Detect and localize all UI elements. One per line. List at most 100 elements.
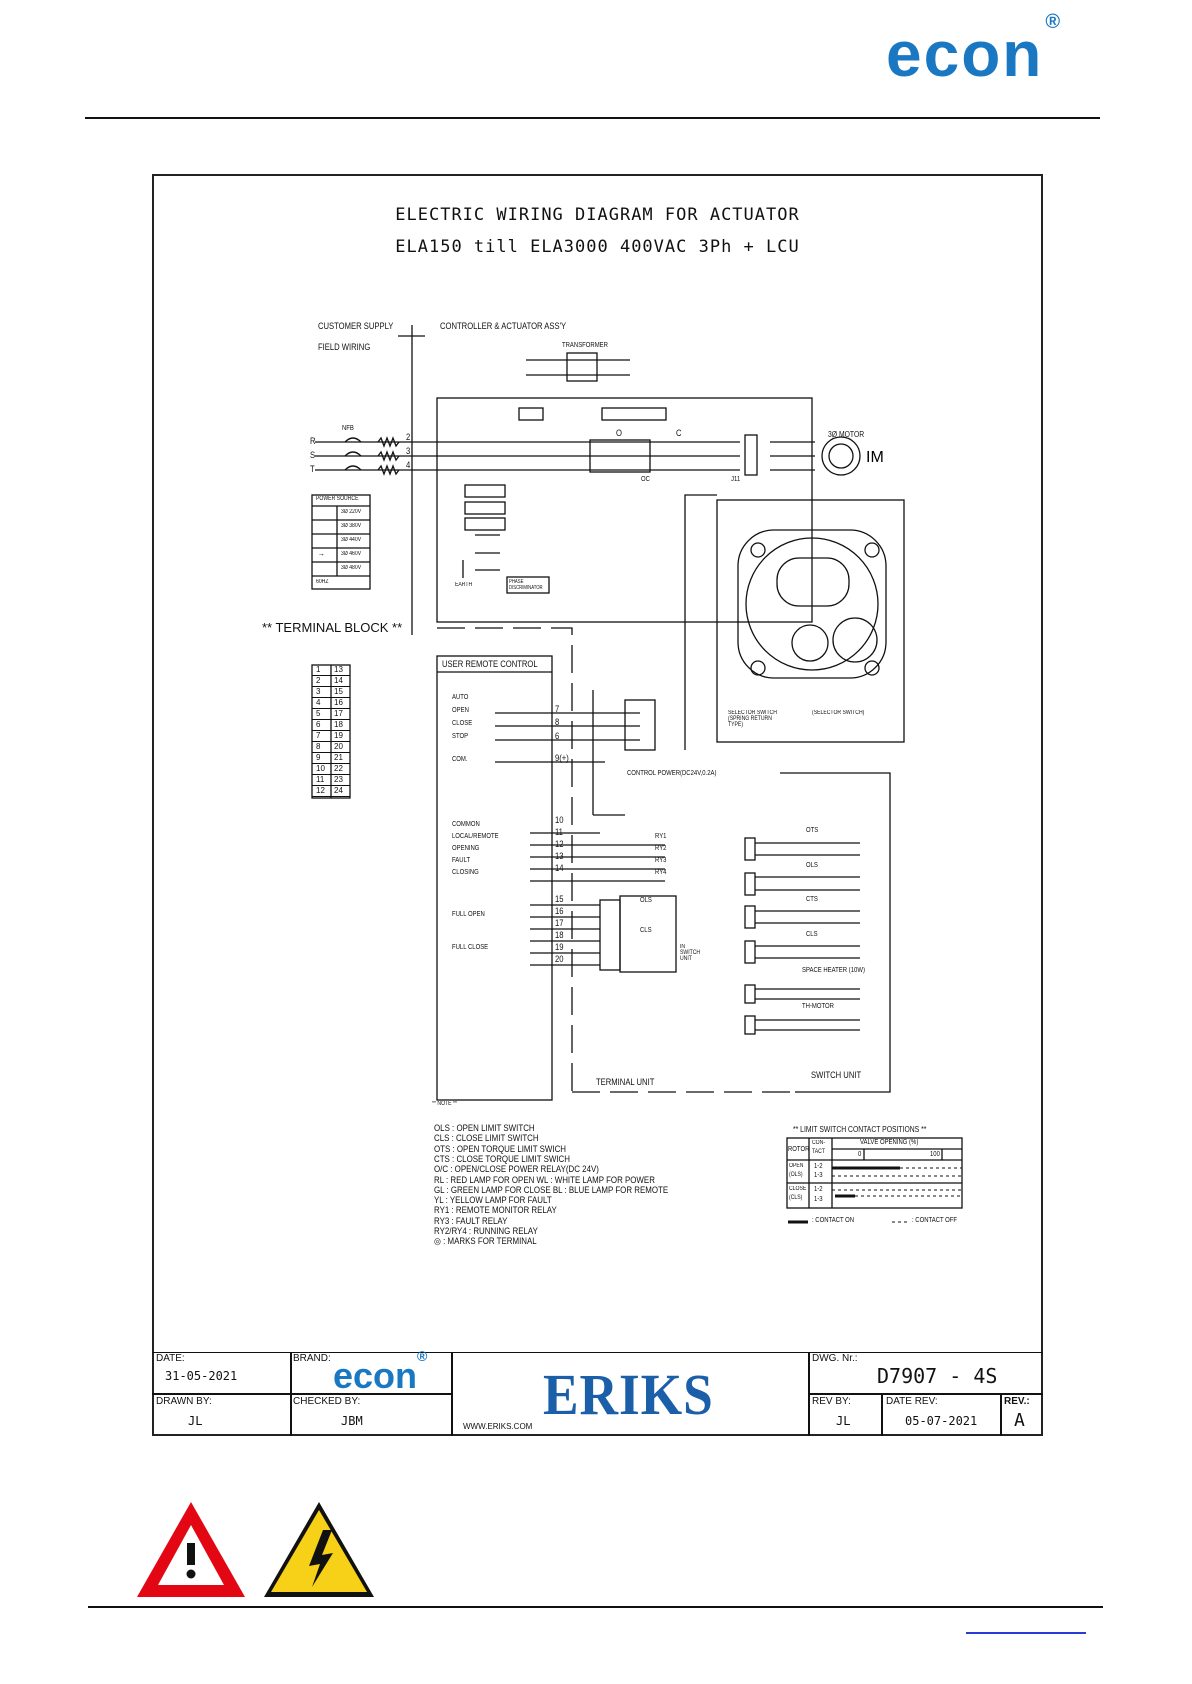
eriks-logo: ERIKS — [543, 1362, 714, 1427]
terminal-block-cell: 21 — [334, 753, 343, 762]
diagram-title: ELECTRIC WIRING DIAGRAM FOR ACTUATOR — [395, 205, 800, 225]
terminal-block-cell: 10 — [316, 764, 325, 773]
footer-rule — [88, 1606, 1103, 1608]
out-common: COMMON — [452, 821, 480, 828]
fo-term-19: 19 — [555, 942, 564, 952]
limit-close-c2: 1-3 — [814, 1196, 823, 1203]
terminal-block-cell: 2 — [316, 676, 321, 685]
power-row-5: 3Ø 480V — [341, 565, 362, 571]
terminal-block-cell: 23 — [334, 775, 343, 784]
terminal-block-cell: 3 — [316, 687, 321, 696]
rev-value: A — [1014, 1410, 1025, 1431]
legend-contact-off: : CONTACT OFF — [912, 1217, 958, 1224]
terminal-block-cell: 1 — [316, 665, 321, 674]
terminal-block-cell: 19 — [334, 731, 343, 740]
control-power-label: CONTROL POWER(DC24V,0.2A) — [627, 770, 717, 777]
fo-term-17: 17 — [555, 918, 564, 928]
remote-stop: STOP — [452, 733, 469, 740]
fo-term-18: 18 — [555, 930, 564, 940]
power-row-3: 3Ø 440V — [341, 537, 362, 543]
nfb-label: NFB — [342, 425, 354, 432]
limit-contact-header: CON- TACT — [812, 1140, 826, 1155]
remote-term-6: 6 — [555, 731, 560, 741]
note-item: YL : YELLOW LAMP FOR FAULT — [434, 1195, 552, 1206]
transformer-label: TRANSFORMER — [562, 342, 608, 349]
note-item: ◎ : MARKS FOR TERMINAL — [434, 1236, 537, 1247]
su-ols: OLS — [806, 862, 818, 869]
phase-disc-label: PHASE DISCRIMINATOR — [509, 579, 543, 591]
terminal-block-row: 9 21 — [312, 753, 350, 764]
power-row-4: 3Ø 460V — [341, 551, 362, 557]
terminal-block-cell: 9 — [316, 753, 321, 762]
terminal-block-cell: 13 — [334, 665, 343, 674]
date-label: DATE: — [156, 1353, 185, 1364]
note-item: RY2/RY4 : RUNNING RELAY — [434, 1226, 538, 1236]
relay-o-label: O — [616, 428, 622, 438]
su-ots: OTS — [806, 827, 819, 834]
title-block — [152, 1352, 1043, 1436]
relay-ry4: RY4 — [655, 869, 667, 876]
terminal-block-cell: 22 — [334, 764, 343, 773]
drawn-by-label: DRAWN BY: — [156, 1396, 212, 1407]
note-item: RL : RED LAMP FOR OPEN WL : WHITE LAMP F… — [434, 1174, 655, 1185]
controller-assy-label: CONTROLLER & ACTUATOR ASS'Y — [440, 321, 567, 331]
power-row-2: 3Ø 380V — [341, 523, 362, 529]
remote-term-7: 7 — [555, 704, 560, 714]
terminal-block-row: 11 23 — [312, 775, 350, 786]
limit-close-rotor: CLOSE (CLS) — [789, 1186, 807, 1201]
line-num-2: 2 — [406, 432, 411, 442]
general-warning-icon — [137, 1502, 245, 1597]
terminal-block-cell: 11 — [316, 775, 325, 784]
date-rev-label: DATE REV: — [886, 1396, 938, 1407]
checked-by-label: CHECKED BY: — [293, 1396, 361, 1407]
rev-by-label: REV BY: — [812, 1396, 851, 1407]
electrical-hazard-icon — [264, 1502, 374, 1597]
out-closing: CLOSING — [452, 869, 479, 876]
switch-unit-label: SWITCH UNIT — [811, 1070, 862, 1080]
remote-close: CLOSE — [452, 720, 473, 727]
note-title: ** NOTE ** — [432, 1101, 457, 1107]
svg-text:IM: IM — [866, 449, 884, 466]
selector-spring-label: SELECTOR SWITCH (SPRING RETURN TYPE) — [728, 710, 777, 728]
terminal-block-cell: 15 — [334, 687, 343, 696]
out-fault: FAULT — [452, 857, 471, 864]
checked-by-value: JBM — [341, 1414, 363, 1428]
remote-open: OPEN — [452, 707, 469, 714]
out-term-13: 13 — [555, 851, 564, 861]
note-item: OTS : OPEN TORQUE LIMIT SWICH — [434, 1143, 567, 1154]
phase-r: R — [310, 436, 316, 446]
relay-oc-label: OC — [641, 476, 650, 483]
terminal-unit-label: TERMINAL UNIT — [596, 1077, 655, 1087]
limit-open-c1: 1-2 — [814, 1163, 823, 1170]
limit-zero: 0 — [858, 1151, 862, 1158]
out-term-10: 10 — [555, 815, 564, 825]
terminal-block-cell: 8 — [316, 742, 321, 751]
note-item: O/C : OPEN/CLOSE POWER RELAY(DC 24V) — [434, 1164, 599, 1175]
fo-cls-label: CLS — [640, 927, 652, 934]
note-item: CLS : CLOSE LIMIT SWITCH — [434, 1133, 539, 1144]
power-freq: 60HZ — [316, 579, 329, 585]
terminal-block-row: 1 13 — [312, 665, 350, 676]
terminal-block-cell: 6 — [316, 720, 321, 729]
note-item: GL : GREEN LAMP FOR CLOSE BL : BLUE LAMP… — [434, 1184, 669, 1195]
fo-ols-label: OLS — [640, 897, 652, 904]
out-local-remote: LOCAL/REMOTE — [452, 833, 499, 840]
customer-supply-label: CUSTOMER SUPPLY — [318, 321, 394, 331]
dwg-label: DWG. Nr.: — [812, 1353, 858, 1364]
su-cls: CLS — [806, 931, 818, 938]
terminal-block-cell: 16 — [334, 698, 343, 707]
limit-valve-opening: VALVE OPENING (%) — [860, 1139, 919, 1146]
remote-com: COM. — [452, 756, 468, 763]
page-link[interactable] — [966, 1632, 1086, 1634]
user-remote-control-label: USER REMOTE CONTROL — [442, 659, 538, 669]
limit-open-c2: 1-3 — [814, 1172, 823, 1179]
power-source-title: POWER SOURCE — [316, 496, 359, 502]
power-row-1: 3Ø 220V — [341, 509, 362, 515]
fo-term-16: 16 — [555, 906, 564, 916]
su-cts: CTS — [806, 896, 818, 903]
